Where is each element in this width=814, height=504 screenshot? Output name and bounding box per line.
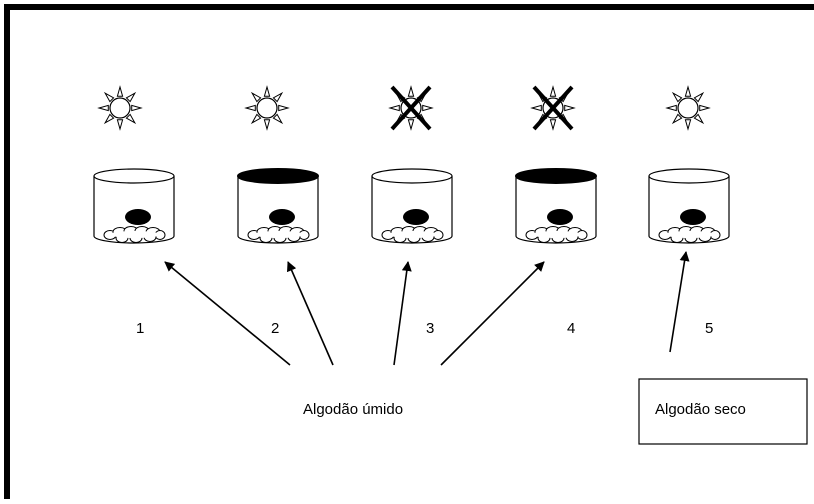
sun-ray [263, 85, 271, 97]
sun-ray [125, 113, 137, 125]
sun-ray [250, 91, 262, 103]
dry-cotton-box [638, 378, 808, 445]
wet-cotton [247, 226, 310, 243]
sun-ray [278, 104, 290, 112]
sun-ray [407, 119, 415, 131]
sun-ray [131, 104, 143, 112]
crossed-sun-icon [530, 85, 576, 131]
sun-ray [103, 113, 115, 125]
wet-cotton [103, 226, 166, 243]
cotton-fill [388, 231, 438, 238]
sun-ray [422, 104, 434, 112]
setup-number-2: 2 [271, 320, 279, 337]
sun-ray [250, 113, 262, 125]
sun-ray [684, 85, 692, 97]
cotton-fill [532, 231, 582, 238]
sun-disc [677, 97, 699, 119]
arrows [164, 251, 690, 366]
seed [269, 209, 295, 225]
setup-number-1: 1 [136, 320, 144, 337]
sun-icon [665, 85, 711, 131]
cross-stroke [532, 85, 574, 131]
wet-cotton [525, 226, 588, 243]
crossed-sun-icon [388, 85, 434, 131]
seed [125, 209, 151, 225]
sun-ray [684, 119, 692, 131]
sun-ray [665, 104, 677, 112]
beaker-rim [648, 168, 730, 184]
sun-ray [693, 91, 705, 103]
sun-disc [256, 97, 278, 119]
sun-ray [97, 104, 109, 112]
wet-cotton-label: Algodão úmido [303, 401, 403, 418]
dry-cotton [658, 226, 721, 243]
black-cover [237, 168, 319, 184]
outer-frame [4, 4, 814, 504]
beaker-4 [515, 168, 597, 244]
setup-number-3: 3 [426, 320, 434, 337]
cotton-fill [254, 231, 304, 238]
seed [547, 209, 573, 225]
beaker-1 [93, 168, 175, 244]
sun-ray [549, 119, 557, 131]
sun-ray [693, 113, 705, 125]
setup-number-4: 4 [567, 320, 575, 337]
arrow-to-setup-3 [393, 261, 412, 366]
sun-ray [263, 119, 271, 131]
sun-ray [671, 113, 683, 125]
arrow-to-setup-4 [440, 261, 545, 366]
sun-icon [97, 85, 143, 131]
sun-ray [244, 104, 256, 112]
arrow-to-setup-2 [287, 261, 334, 366]
cross-stroke [390, 85, 432, 131]
beaker-rim [371, 168, 453, 184]
wet-cotton [381, 226, 444, 243]
beaker-5 [648, 168, 730, 244]
sun-ray [272, 91, 284, 103]
sun-ray [699, 104, 711, 112]
arrow-to-setup-1 [164, 261, 291, 366]
sun-disc [109, 97, 131, 119]
sun-ray [125, 91, 137, 103]
arrow-to-setup-5 [669, 251, 690, 353]
cotton-fill [110, 231, 160, 238]
sun-ray [116, 85, 124, 97]
sun-icon [244, 85, 290, 131]
seed [680, 209, 706, 225]
setup-number-5: 5 [705, 320, 713, 337]
sun-ray [407, 85, 415, 97]
beaker-rim [93, 168, 175, 184]
cotton-fill [665, 231, 715, 238]
dry-cotton-label: Algodão seco [655, 401, 746, 418]
beaker-2 [237, 168, 319, 244]
sun-ray [388, 104, 400, 112]
seed [403, 209, 429, 225]
black-cover [515, 168, 597, 184]
sun-ray [549, 85, 557, 97]
sun-ray [671, 91, 683, 103]
beaker-3 [371, 168, 453, 244]
sun-ray [530, 104, 542, 112]
sun-ray [564, 104, 576, 112]
sun-ray [116, 119, 124, 131]
sun-ray [103, 91, 115, 103]
sun-ray [272, 113, 284, 125]
